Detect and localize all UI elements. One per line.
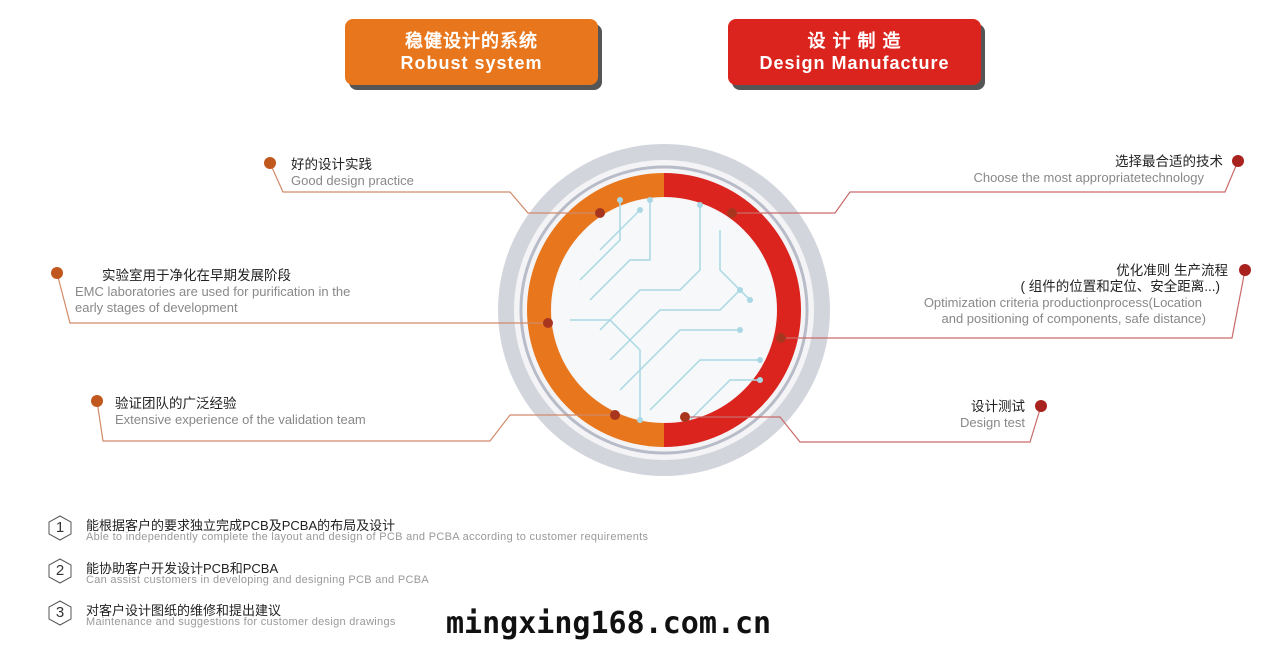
- header-en: Design Manufacture: [759, 53, 950, 73]
- header-cn: 稳健设计的系统: [405, 31, 538, 51]
- item-en: and positioning of components, safe dist…: [941, 311, 1206, 326]
- red-half-ring: [663, 173, 801, 447]
- orange-half-ring: [527, 173, 665, 447]
- list-number: 1: [55, 519, 65, 536]
- list-item: 3 对客户设计图纸的维修和提出建议 Maintenance and sugges…: [48, 600, 448, 630]
- header-cn: 设 计 制 造: [807, 31, 902, 51]
- circuit-traces-icon: [570, 200, 760, 421]
- connector-line: [781, 269, 1246, 339]
- connector-line: [96, 400, 615, 442]
- connector-line: [685, 405, 1042, 443]
- ring-dots: [543, 208, 786, 422]
- item-en: Extensive experience of the validation t…: [115, 412, 366, 427]
- item-cn: 优化准则 生产流程: [1116, 263, 1228, 278]
- list-item: 1 能根据客户的要求独立完成PCB及PCBA的布局及设计 Able to ind…: [48, 515, 748, 545]
- hexagon-icon: [48, 600, 72, 626]
- item-en: EMC laboratories are used for purificati…: [75, 284, 351, 299]
- list-cn: 能协助客户开发设计PCB和PCBA: [86, 561, 279, 576]
- bullet-dots: [51, 157, 276, 407]
- list-en: Can assist customers in developing and d…: [86, 574, 429, 586]
- design-manufacture-header: 设 计 制 造 Design Manufacture: [728, 19, 981, 85]
- list-number: 2: [55, 562, 65, 579]
- list-cn: 能根据客户的要求独立完成PCB及PCBA的布局及设计: [86, 518, 396, 533]
- item-cn: 选择最合适的技术: [1115, 154, 1223, 169]
- item-cn: 验证团队的广泛经验: [115, 396, 237, 411]
- list-cn: 对客户设计图纸的维修和提出建议: [86, 603, 282, 618]
- list-number: 3: [55, 604, 65, 621]
- item-en: early stages of development: [75, 300, 238, 315]
- list-en: Able to independently complete the layou…: [86, 531, 649, 543]
- item-cn2: ( 组件的位置和定位、安全距离...): [1020, 279, 1221, 294]
- item-cn: 好的设计实践: [291, 157, 372, 172]
- header-en: Robust system: [400, 53, 543, 73]
- right-item-2: 优化准则 生产流程( 组件的位置和定位、安全距离...)Optimization…: [924, 263, 1228, 327]
- list-en: Maintenance and suggestions for customer…: [86, 616, 396, 628]
- item-cn: 实验室用于净化在早期发展阶段: [102, 268, 291, 283]
- robust-system-header: 稳健设计的系统 Robust system: [345, 19, 598, 85]
- connector-line: [269, 162, 600, 214]
- item-cn: 设计测试: [971, 399, 1025, 414]
- item-en: Good design practice: [291, 173, 414, 188]
- item-en: Optimization criteria productionprocess(…: [923, 295, 1202, 310]
- item-en: Choose the most appropriatetechnology: [973, 170, 1204, 185]
- connector-line: [732, 160, 1239, 214]
- watermark: mingxing168.com.cn: [446, 606, 772, 641]
- hexagon-icon: [48, 558, 72, 584]
- item-en: Design test: [959, 415, 1025, 430]
- thin-ring: [519, 165, 809, 455]
- list-item: 2 能协助客户开发设计PCB和PCBA Can assist customers…: [48, 558, 748, 588]
- hexagon-icon: [48, 515, 72, 541]
- connector-line: [56, 272, 548, 324]
